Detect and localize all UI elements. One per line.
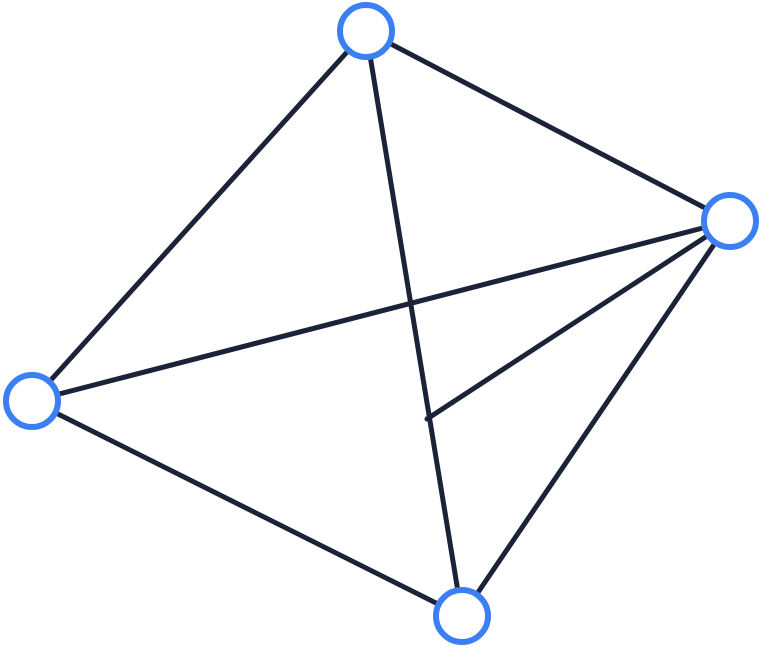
edge-top-bottom: [363, 28, 465, 619]
edges-layer: [29, 28, 733, 619]
edge-right-bottom: [459, 218, 733, 619]
edge-top-left: [29, 28, 369, 404]
edge-right-left: [29, 218, 733, 404]
node-top: [337, 2, 395, 60]
node-bottom: [433, 587, 491, 645]
node-left: [3, 372, 61, 430]
nodes-layer: [3, 2, 759, 645]
edge-right-junction: [424, 218, 733, 422]
node-right: [701, 192, 759, 250]
edge-top-right: [363, 28, 733, 224]
edge-left-bottom: [29, 398, 465, 619]
